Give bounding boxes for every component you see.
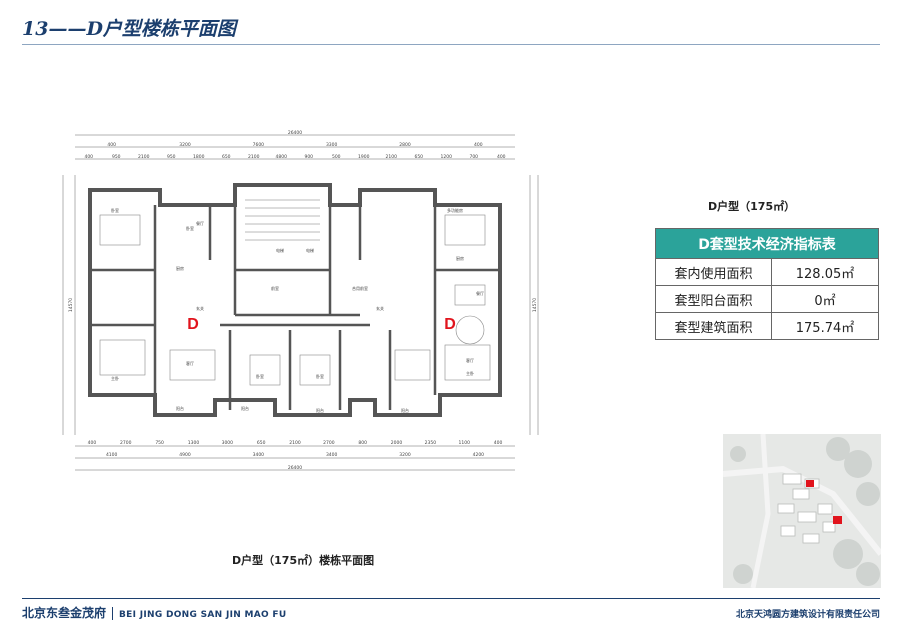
room-label: 阳台 <box>316 407 324 413</box>
dimension-label: 3000 <box>222 440 234 446</box>
room-label: 卧室 <box>316 373 324 379</box>
dimension-label: 500 <box>332 154 341 160</box>
dimension-label: 1800 <box>193 154 205 160</box>
dimension-label: 3200 <box>179 142 191 148</box>
floor-plan: 26400 400 3200 7600 3300 2800 400 400 950 2100 950… <box>60 130 540 475</box>
room-label: 客厅 <box>186 360 194 366</box>
row-value: 0㎡ <box>771 285 879 313</box>
dimension-label: 2800 <box>399 142 411 148</box>
dimension-label: 4900 <box>179 452 191 458</box>
dimension-label: 2100 <box>138 154 150 160</box>
dimension-label: 14570 <box>532 298 538 312</box>
dimension-label: 2000 <box>391 440 403 446</box>
dimension-label: 950 <box>112 154 121 160</box>
site-key-map <box>722 433 884 589</box>
row-value: 128.05㎡ <box>771 258 879 286</box>
dimension-label: 400 <box>84 154 93 160</box>
room-label: 前室 <box>271 285 279 291</box>
dimension-label: 750 <box>155 440 164 446</box>
row-label: 套型建筑面积 <box>655 312 772 340</box>
dimension-label: 400 <box>494 440 503 446</box>
dimension-label: 1900 <box>358 154 370 160</box>
dimension-label: 2700 <box>120 440 132 446</box>
room-label: 卧室 <box>111 207 119 213</box>
plan-caption: D户型（175㎡）楼栋平面图 <box>232 554 375 567</box>
dimension-label: 400 <box>497 154 506 160</box>
room-label: 餐厅 <box>196 220 204 226</box>
dimension-label: 400 <box>474 142 483 148</box>
dimension-label: 7600 <box>253 142 265 148</box>
project-name-en: BEI JING DONG SAN JIN MAO FU <box>119 610 287 620</box>
dimension-label: 4800 <box>276 154 288 160</box>
dimension-label: 1100 <box>459 440 471 446</box>
header-divider <box>22 44 880 45</box>
dimension-label: 400 <box>88 440 97 446</box>
dimension-label: 2700 <box>323 440 335 446</box>
room-label: 卧室 <box>186 225 194 231</box>
dimension-label: 1300 <box>188 440 200 446</box>
dimension-label: 1200 <box>441 154 453 160</box>
dimension-label: 3200 <box>399 452 411 458</box>
dimension-label: 3300 <box>326 142 338 148</box>
dimension-label: 950 <box>167 154 176 160</box>
room-label: 厨房 <box>176 265 184 271</box>
room-label: 餐厅 <box>476 290 484 296</box>
table-row: 套型建筑面积 175.74㎡ <box>655 312 879 340</box>
dimension-label: 700 <box>469 154 478 160</box>
row-label: 套内使用面积 <box>655 258 772 286</box>
dimension-label: 2100 <box>386 154 398 160</box>
page-title: 13——D户型楼栋平面图 <box>22 18 236 40</box>
dimension-label: 3400 <box>253 452 265 458</box>
room-label: 主卧 <box>466 370 474 376</box>
dimension-label: 650 <box>257 440 266 446</box>
room-label: 卧室 <box>256 373 264 379</box>
dimension-label: 14570 <box>68 298 74 312</box>
dimension-label: 26400 <box>288 130 302 136</box>
dimension-label: 650 <box>222 154 231 160</box>
highlight-marker <box>806 480 814 487</box>
room-label: 电梯 <box>306 247 314 253</box>
room-label: 阳台 <box>176 405 184 411</box>
unit-label: D <box>187 316 199 333</box>
room-label: 玄关 <box>376 305 384 311</box>
unit-heading: D户型（175㎡） <box>708 200 796 213</box>
table-row: 套型阳台面积 0㎡ <box>655 285 879 313</box>
room-label: 阳台 <box>241 405 249 411</box>
dimension-label: 400 <box>107 142 116 148</box>
room-label: 主卧 <box>111 375 119 381</box>
dimension-label: 3400 <box>326 452 338 458</box>
room-label: 阳台 <box>401 407 409 413</box>
dimension-label: 800 <box>358 440 367 446</box>
dimension-label: 2100 <box>289 440 301 446</box>
company-name: 北京天鸿圆方建筑设计有限责任公司 <box>735 610 880 620</box>
table-row: 套内使用面积 128.05㎡ <box>655 258 879 286</box>
dimension-label: 4100 <box>106 452 118 458</box>
dimension-label: 4200 <box>473 452 485 458</box>
room-label: 玄关 <box>196 305 204 311</box>
room-label: 客厅 <box>466 357 474 363</box>
footer-divider <box>22 598 880 599</box>
room-label: 合用前室 <box>352 285 368 291</box>
dimension-label: 2100 <box>248 154 260 160</box>
spec-table-title: D套型技术经济指标表 <box>655 228 879 259</box>
row-label: 套型阳台面积 <box>655 285 772 313</box>
dimension-label: 2350 <box>425 440 437 446</box>
footer-project: 北京东叁金茂府 BEI JING DONG SAN JIN MAO FU <box>22 604 286 621</box>
room-label: 多功能房 <box>447 207 463 213</box>
highlight-marker <box>833 516 842 524</box>
unit-label: D <box>444 316 456 333</box>
dimension-label: 650 <box>414 154 423 160</box>
dimension-label: 900 <box>304 154 313 160</box>
room-label: 电梯 <box>276 247 284 253</box>
room-label: 厨房 <box>456 255 464 261</box>
footer-separator <box>112 607 114 620</box>
spec-table: D套型技术经济指标表 套内使用面积 128.05㎡ 套型阳台面积 0㎡ 套型建筑… <box>655 228 879 340</box>
project-name-cn: 北京东叁金茂府 <box>22 606 107 620</box>
row-value: 175.74㎡ <box>771 312 879 340</box>
dimension-label: 26400 <box>288 465 302 471</box>
